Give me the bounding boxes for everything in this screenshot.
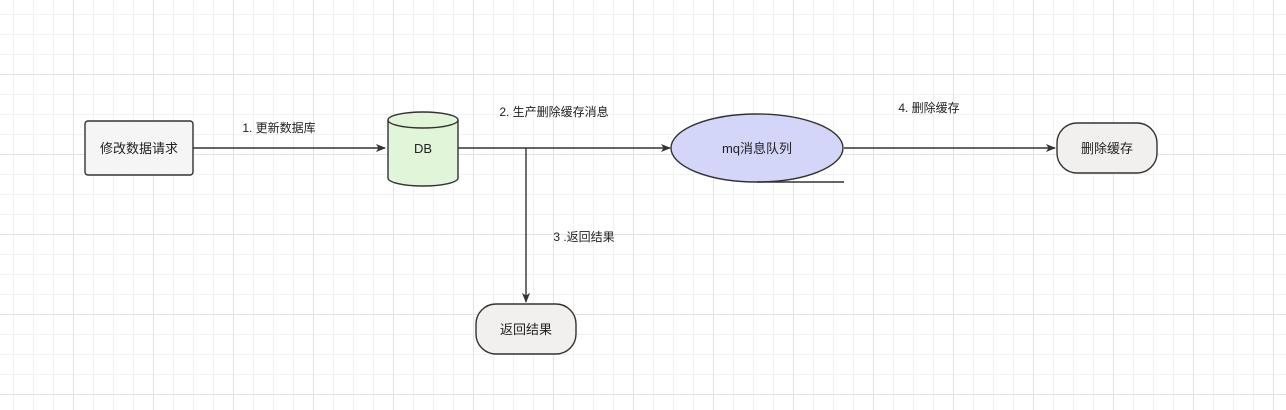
edge-produce-message-label: 2. 生产删除缓存消息: [499, 104, 608, 119]
node-return-result-label: 返回结果: [500, 322, 552, 337]
node-mq-label: mq消息队列: [722, 141, 792, 156]
node-delete-cache[interactable]: 删除缓存: [1056, 122, 1158, 174]
edge-return-result-label: 3 .返回结果: [553, 230, 614, 244]
node-db[interactable]: DB: [387, 111, 459, 187]
node-modify-request-label: 修改数据请求: [100, 141, 178, 156]
edge-delete-cache-label: 4. 删除缓存: [898, 100, 959, 115]
node-mq[interactable]: mq消息队列: [670, 113, 844, 183]
node-return-result[interactable]: 返回结果: [475, 303, 577, 355]
node-modify-request[interactable]: 修改数据请求: [84, 120, 194, 176]
node-db-label: DB: [414, 141, 432, 156]
edge-update-db-label: 1. 更新数据库: [242, 120, 315, 135]
node-delete-cache-label: 删除缓存: [1081, 141, 1133, 156]
